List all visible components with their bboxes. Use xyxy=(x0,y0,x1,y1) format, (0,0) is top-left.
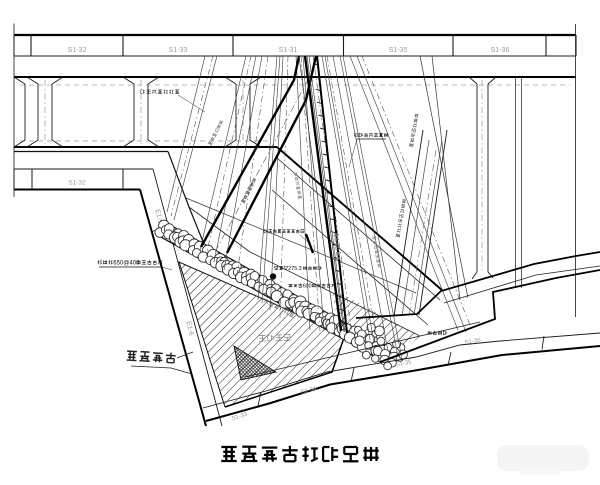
svg-text:S1-36: S1-36 xyxy=(464,338,481,347)
svg-text:E1-6: E1-6 xyxy=(184,321,194,337)
svg-text:650@400: 650@400 xyxy=(113,261,140,267)
svg-text:S1-34: S1-34 xyxy=(300,386,318,396)
svg-text:S1-33: S1-33 xyxy=(231,412,249,423)
svg-text:S1-31: S1-31 xyxy=(279,47,298,54)
svg-text:S1-32: S1-32 xyxy=(68,47,87,54)
svg-text:E1-5: E1-5 xyxy=(153,209,163,225)
svg-text:S1-35: S1-35 xyxy=(389,47,408,54)
svg-text:275.3: 275.3 xyxy=(288,266,302,272)
svg-text:S1-35: S1-35 xyxy=(395,359,413,368)
svg-text:S1-32: S1-32 xyxy=(68,180,86,187)
svg-text:S1-33: S1-33 xyxy=(169,47,188,54)
svg-text:600: 600 xyxy=(303,284,312,290)
svg-text:S1-36: S1-36 xyxy=(491,47,510,54)
